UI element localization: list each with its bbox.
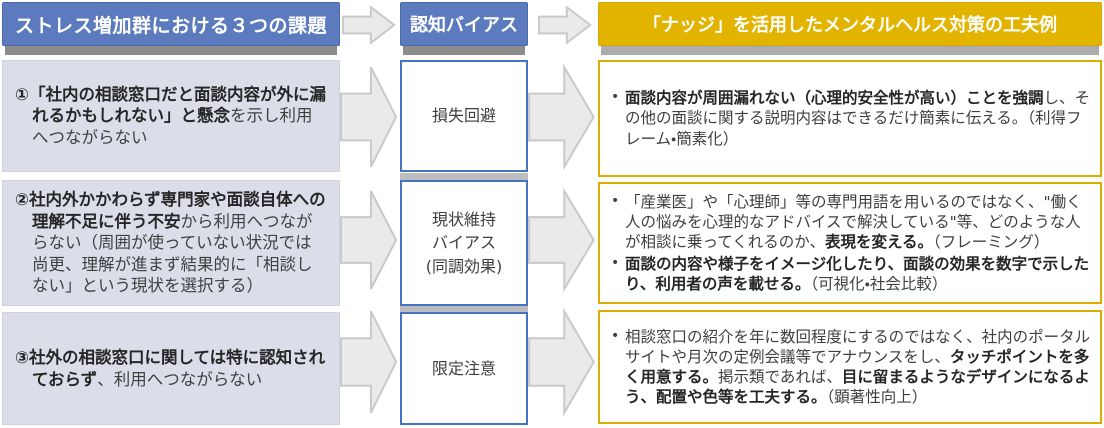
nudge-bullet-list-2: 「産業医」や「心理師」等の専門用語を用いるのではなく、"働く人の悩みを心理的なア… — [608, 190, 1092, 297]
nudge-column-header: 「ナッジ」を活用したメンタルヘルス対策の工夫例 — [598, 2, 1102, 46]
flow-arrow-header-2-icon — [538, 6, 592, 44]
bias-box-status-quo: 現状維持 バイアス (同調効果) — [400, 180, 528, 306]
challenge-box-2: ②社内外かかわらず専門家や面談自体への理解不足に伴う不安から利用へつながらない（… — [2, 180, 340, 306]
challenges-column: ストレス増加群における３つの課題 ①「社内の相談窓口だと面談内容が外に漏れるかも… — [2, 0, 340, 428]
header-shadow-strip — [403, 46, 525, 55]
nudge-header-label: 「ナッジ」を活用したメンタルヘルス対策の工夫例 — [643, 15, 1057, 36]
bias-box-limited-attention: 限定注意 — [400, 312, 528, 425]
challenges-header-label: ストレス増加群における３つの課題 — [14, 14, 327, 37]
nudge-bullet-list-3: 相談窓口の紹介を年に数回程度にするのではなく、社内のポータルサイトや月次の定例会… — [608, 325, 1092, 410]
challenge-text-2: ②社内外かかわらず専門家や面談自体への理解不足に伴う不安から利用へつながらない（… — [15, 190, 326, 296]
flow-arrow-header-1-icon — [342, 6, 396, 44]
header-shadow-strip — [601, 46, 1099, 55]
bias-label-1: 損失回避 — [431, 106, 496, 126]
bias-header-label: 認知バイアス — [410, 15, 518, 36]
bias-divider-strip — [400, 173, 528, 180]
nudge-column: 「ナッジ」を活用したメンタルヘルス対策の工夫例 面談内容が周囲漏れない（心理的安… — [598, 0, 1102, 428]
nudge-bullet-list-1: 面談内容が周囲漏れない（心理的安全性が高い）ことを強調し、その他の面談に関する説… — [608, 86, 1092, 150]
bullet-item: 「産業医」や「心理師」等の専門用語を用いるのではなく、"働く人の悩みを心理的なア… — [608, 192, 1092, 252]
flow-arrow-row2-right-icon — [528, 188, 596, 292]
nudge-box-2: 「産業医」や「心理師」等の専門用語を用いるのではなく、"働く人の悩みを心理的なア… — [598, 182, 1102, 304]
flow-arrow-row1-left-icon — [340, 64, 398, 170]
nudge-box-1: 面談内容が周囲漏れない（心理的安全性が高い）ことを強調し、その他の面談に関する説… — [598, 60, 1102, 177]
bias-box-loss-aversion: 損失回避 — [400, 60, 528, 172]
flow-arrow-row3-left-icon — [340, 308, 398, 416]
flow-arrow-row1-right-icon — [528, 64, 596, 170]
header-shadow-strip — [5, 46, 337, 55]
bias-divider-strip — [400, 306, 528, 312]
challenge-text-1: ①「社内の相談窓口だと面談内容が外に漏れるかもしれない」と懸念を示し利用へつなが… — [15, 84, 326, 147]
bullet-item: 相談窓口の紹介を年に数回程度にするのではなく、社内のポータルサイトや月次の定例会… — [608, 327, 1092, 408]
nudge-box-3: 相談窓口の紹介を年に数回程度にするのではなく、社内のポータルサイトや月次の定例会… — [598, 310, 1102, 424]
flow-arrow-row3-right-icon — [528, 308, 596, 416]
bullet-item: 面談内容が周囲漏れない（心理的安全性が高い）ことを強調し、その他の面談に関する説… — [608, 88, 1092, 148]
bias-column-header: 認知バイアス — [400, 2, 528, 46]
challenge-box-1: ①「社内の相談窓口だと面談内容が外に漏れるかもしれない」と懸念を示し利用へつなが… — [2, 60, 340, 172]
bias-label-3: 限定注意 — [431, 358, 496, 378]
challenges-column-header: ストレス増加群における３つの課題 — [2, 2, 340, 46]
challenge-text-3: ③社外の相談窓口に関しては特に認知されておらず、利用へつながらない — [15, 348, 326, 389]
bias-label-2: 現状維持 バイアス (同調効果) — [425, 210, 503, 276]
flow-arrow-row2-left-icon — [340, 188, 398, 292]
bullet-item: 面談の内容や様子をイメージ化したり、面談の効果を数字で示したり、利用者の声を載せ… — [608, 254, 1092, 294]
bias-column: 認知バイアス 損失回避 現状維持 バイアス (同調効果) 限定注意 — [400, 0, 528, 428]
challenge-box-3: ③社外の相談窓口に関しては特に認知されておらず、利用へつながらない — [2, 312, 340, 425]
